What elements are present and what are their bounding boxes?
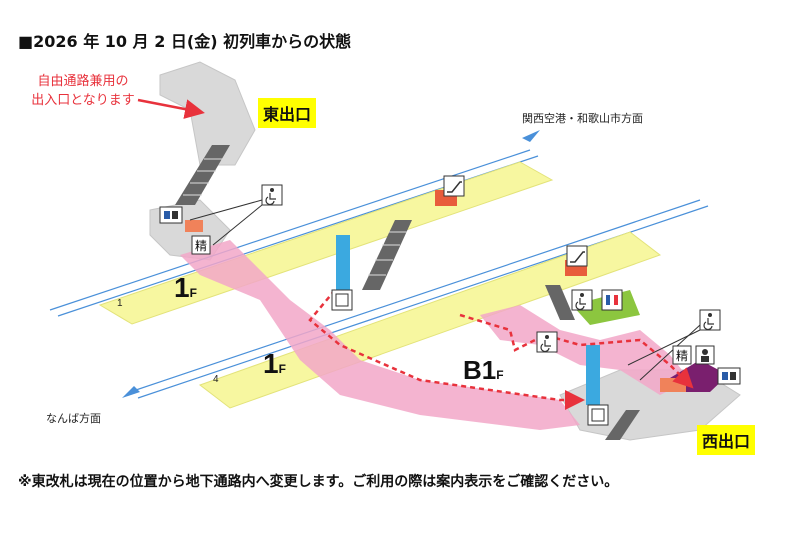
direction-kansai-label: 関西空港・和歌山市方面 <box>522 112 643 125</box>
floor-label-b1-number: B1 <box>463 355 497 385</box>
page-title: ■2026 年 10 月 2 日(金) 初列車からの状態 <box>18 32 352 51</box>
track-line-lower-a <box>129 199 701 393</box>
wheelchair-icon <box>536 331 558 353</box>
free-passage-arrow <box>137 98 205 119</box>
east-exit-concourse <box>159 61 256 166</box>
direction-arrow-namba <box>122 386 140 398</box>
leader-line-2 <box>212 204 263 246</box>
elevator-icon <box>331 289 353 311</box>
wheelchair-icon <box>699 309 721 331</box>
floor-label-upper-suffix: F <box>189 286 197 300</box>
stairs-upper-platform <box>362 220 412 290</box>
wheelchair-icon <box>571 289 593 311</box>
leader-line-4 <box>639 324 701 381</box>
ticket-gate-east <box>185 220 203 232</box>
fare-adjustment-icon: 精 <box>672 345 692 365</box>
fare-adjustment-icon: 精 <box>191 235 211 255</box>
floor-label-lower-suffix: F <box>278 362 286 376</box>
floor-label-upper: 1F <box>174 272 197 304</box>
leader-line-1 <box>189 199 263 221</box>
stairs-east-exit <box>175 145 230 205</box>
direction-arrow-kansai <box>522 130 540 142</box>
free-passage-note: 自由通路兼用の 出入口となります <box>18 72 148 110</box>
stairs-west-exit <box>605 410 640 440</box>
footer-note: ※東改札は現在の位置から地下通路内へ変更します。ご利用の際は案内表示をご確認くだ… <box>18 474 619 490</box>
elevator-icon <box>587 404 609 426</box>
fare-adjustment-label: 精 <box>195 239 207 253</box>
track-line-upper-a <box>49 149 531 311</box>
floor-label-b1: B1F <box>463 355 504 386</box>
floor-label-upper-number: 1 <box>174 272 190 303</box>
restroom-icon <box>601 289 623 311</box>
free-passage-note-line-1: 自由通路兼用の <box>37 74 129 89</box>
route-branch <box>459 313 694 389</box>
elevator-lower <box>586 345 600 405</box>
platform-number-1: 1 <box>117 298 123 309</box>
stairs-lower-platform <box>545 285 575 320</box>
pink-passage-main <box>180 240 580 430</box>
staff-icon <box>695 345 715 365</box>
floor-label-lower: 1F <box>263 348 286 380</box>
route-main <box>308 289 585 410</box>
floor-label-b1-suffix: F <box>496 368 504 382</box>
ticket-gate-west <box>660 378 686 392</box>
floor-label-lower-number: 1 <box>263 348 279 379</box>
fare-adjustment-label: 精 <box>676 349 688 363</box>
escalator-icon <box>566 245 588 267</box>
ticket-machine-icon <box>717 367 741 385</box>
east-exit-label: 東出口 <box>258 98 317 128</box>
platform-number-4: 4 <box>213 374 219 385</box>
escalator-icon <box>443 175 465 197</box>
pink-passage-branch <box>480 305 690 395</box>
direction-namba-label: なんば方面 <box>46 412 101 425</box>
wheelchair-icon <box>261 184 283 206</box>
free-passage-note-line-2: 出入口となります <box>31 93 135 108</box>
ticket-machine-icon <box>159 206 183 224</box>
west-exit-label: 西出口 <box>697 425 756 455</box>
elevator-upper <box>336 235 350 290</box>
